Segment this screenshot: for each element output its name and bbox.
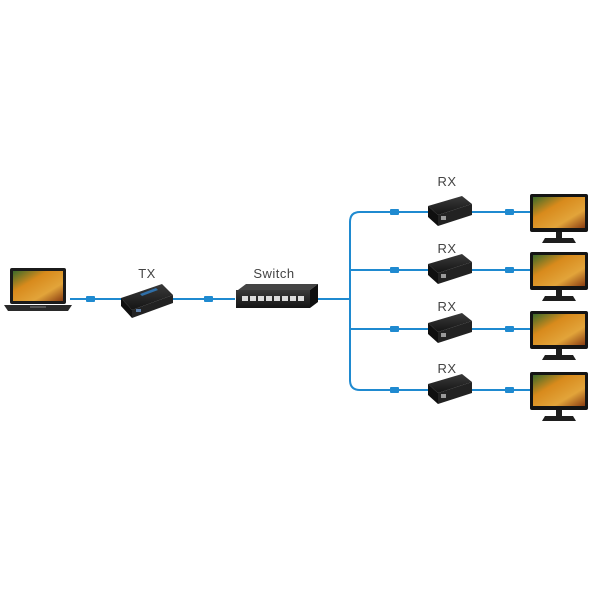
tx-label: TX (138, 266, 156, 281)
hdmi-extender-rx-icon (428, 196, 472, 226)
cable-branch-bus (349, 211, 430, 391)
monitor-icon (530, 194, 588, 243)
hdmi-extender-tx-icon (121, 284, 173, 318)
rx-label-3: RX (437, 299, 456, 314)
hdmi-extender-rx-icon (428, 374, 472, 404)
laptop-icon (4, 268, 72, 311)
monitor-icon (530, 311, 588, 360)
hdmi-extender-rx-icon (428, 313, 472, 343)
switch-label: Switch (253, 266, 294, 281)
monitor-icon (530, 252, 588, 301)
cable-connectors (86, 209, 514, 393)
rx-label-2: RX (437, 241, 456, 256)
rx-label-1: RX (437, 174, 456, 189)
rx-label-4: RX (437, 361, 456, 376)
network-switch-icon (236, 284, 318, 308)
monitor-icon (530, 372, 588, 421)
hdmi-extender-rx-icon (428, 254, 472, 284)
